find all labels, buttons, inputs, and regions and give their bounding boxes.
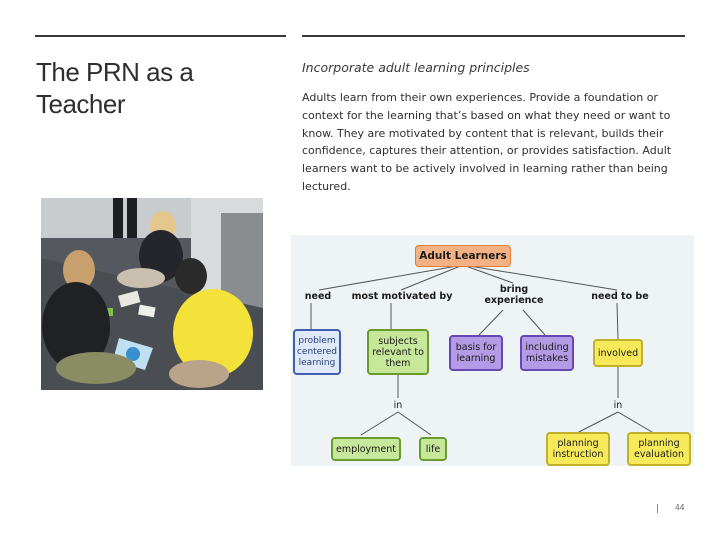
adult-learners-concept-map: Adult Learners need most motivated by br… <box>291 235 694 466</box>
node-subjects-relevant: subjects relevant to them <box>367 329 429 375</box>
group-learning-photo <box>41 198 263 390</box>
node-problem-centered-learning: problem centered learning <box>293 329 341 375</box>
concept-map-connectors <box>310 264 658 436</box>
node-life: life <box>419 437 447 461</box>
node-involved: involved <box>593 339 643 367</box>
photo-illustration <box>41 198 263 390</box>
page-number: 44 <box>675 503 685 512</box>
body-paragraph: Adults learn from their own experiences.… <box>302 91 672 193</box>
label-bring-experience: bring experience <box>484 284 544 306</box>
node-planning-instruction: planning instruction <box>546 432 610 466</box>
node-employment: employment <box>331 437 401 461</box>
footer-divider <box>657 504 658 513</box>
slide-title: The PRN as a Teacher <box>36 57 194 119</box>
label-most-motivated-by: most motivated by <box>351 291 453 302</box>
label-in-right: in <box>613 400 623 411</box>
label-need: need <box>304 291 332 302</box>
slide-subtitle: Incorporate adult learning principles <box>302 60 530 75</box>
label-in-left: in <box>393 400 403 411</box>
node-basis-for-learning: basis for learning <box>449 335 503 371</box>
title-rule <box>35 35 286 37</box>
content-rule <box>302 35 685 37</box>
label-need-to-be: need to be <box>591 291 649 302</box>
node-planning-evaluation: planning evaluation <box>627 432 691 466</box>
node-including-mistakes: including mistakes <box>520 335 574 371</box>
node-adult-learners: Adult Learners <box>415 245 511 267</box>
